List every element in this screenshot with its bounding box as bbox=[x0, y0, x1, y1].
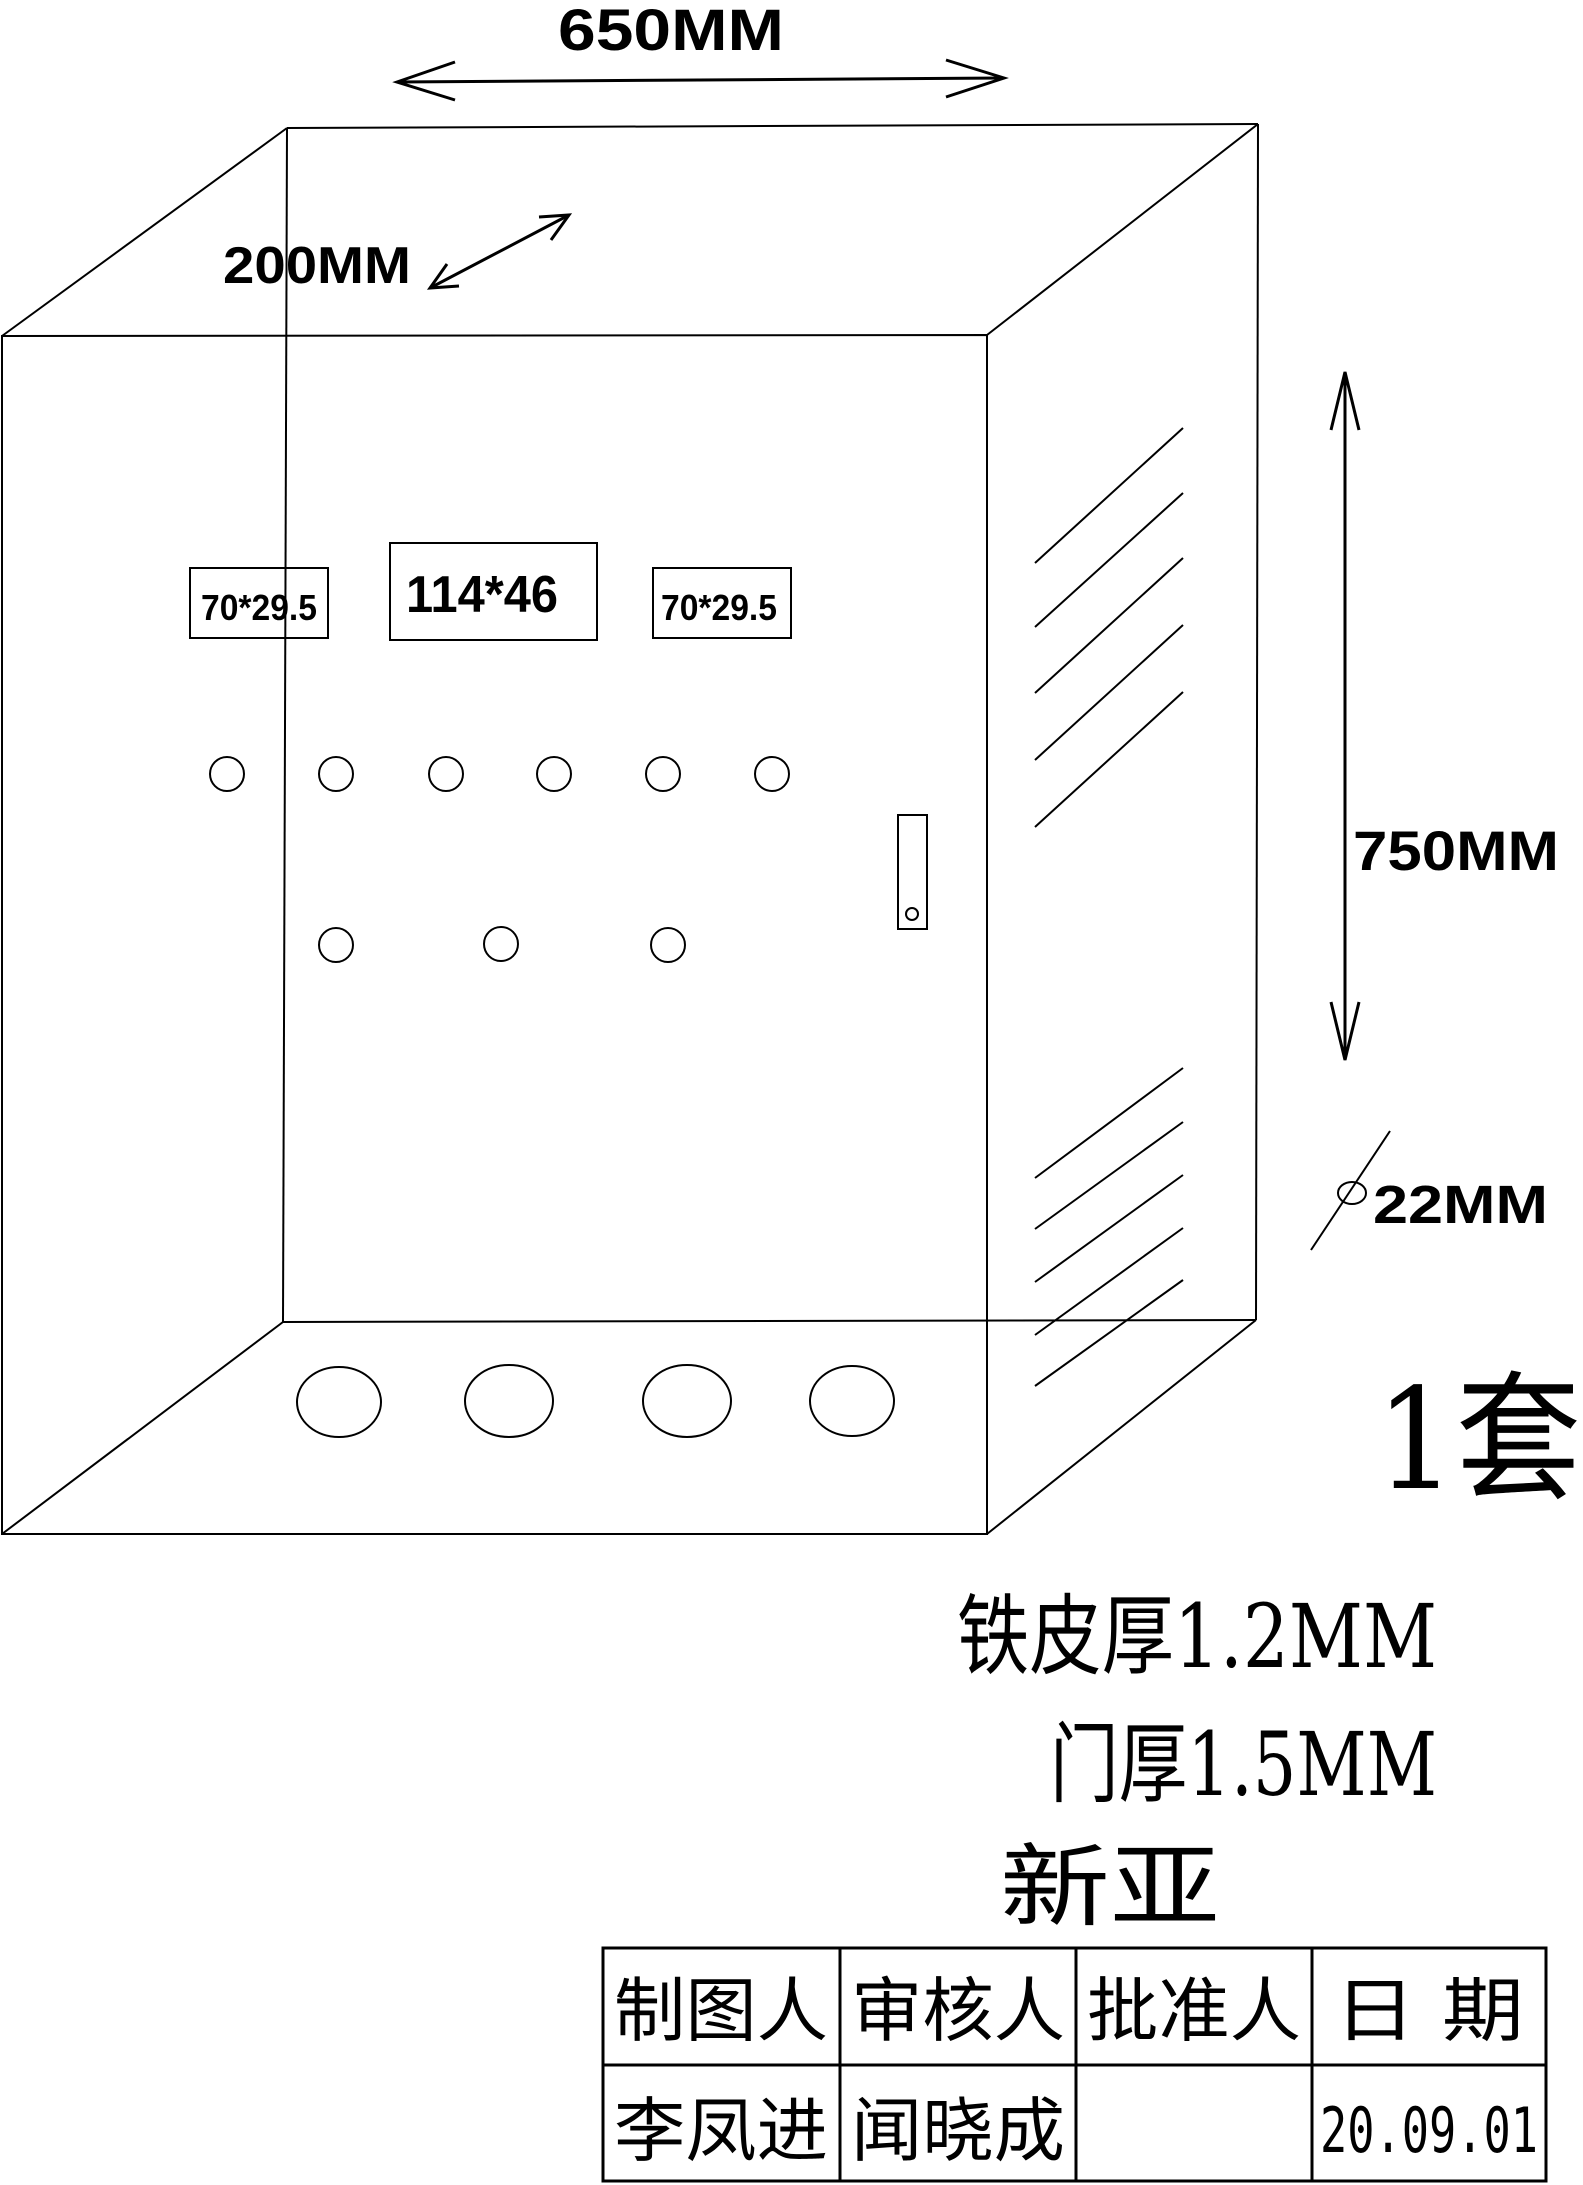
hole bbox=[318, 927, 354, 963]
door-thickness: 门厚1.5MM bbox=[1050, 1713, 1437, 1816]
cutout-right-label: 70*29.5 bbox=[661, 587, 777, 628]
cutout-left-box bbox=[189, 567, 329, 639]
hole bbox=[536, 756, 572, 792]
cutout-center-label: 114*46 bbox=[406, 566, 558, 624]
quantity-label: 1套 bbox=[1376, 1359, 1581, 1522]
side-vents bbox=[1034, 427, 1184, 1387]
hole bbox=[318, 756, 354, 792]
sheet-thickness: 铁皮厚1.2MM bbox=[957, 1585, 1437, 1688]
header-date: 日 期 bbox=[1334, 1970, 1524, 2052]
hole bbox=[754, 756, 790, 792]
hole bbox=[650, 927, 686, 963]
hole bbox=[428, 756, 464, 792]
value-drawn-by: 李凤进 bbox=[614, 2090, 828, 2172]
width-dimension bbox=[392, 58, 1009, 102]
value-reviewed-by: 闻晓成 bbox=[851, 2090, 1065, 2172]
diameter-icon bbox=[1310, 1130, 1391, 1251]
cutout-center-box bbox=[389, 542, 598, 641]
height-dimension bbox=[1329, 371, 1361, 1061]
panel-holes bbox=[209, 756, 790, 963]
cabinet-outline bbox=[0, 123, 1259, 1535]
hole bbox=[645, 756, 681, 792]
hole bbox=[209, 756, 245, 792]
width-label: 650MM bbox=[558, 0, 784, 63]
door-lock bbox=[897, 814, 928, 930]
header-drawn-by: 制图人 bbox=[614, 1970, 828, 2052]
cutout-right-box bbox=[652, 567, 792, 639]
header-approved-by: 批准人 bbox=[1087, 1970, 1301, 2052]
cutout-left-label: 70*29.5 bbox=[201, 587, 317, 628]
title-block bbox=[601, 1946, 1548, 2183]
lock-icon bbox=[905, 907, 919, 921]
company-name: 新亚 bbox=[1000, 1835, 1220, 1940]
depth-label: 200MM bbox=[223, 237, 411, 295]
height-label: 750MM bbox=[1353, 819, 1559, 882]
value-date: 20.09.01 bbox=[1320, 2094, 1538, 2167]
hole bbox=[483, 926, 519, 962]
meter-cutouts bbox=[189, 542, 792, 641]
header-reviewed-by: 审核人 bbox=[851, 1970, 1065, 2052]
depth-dimension bbox=[426, 213, 573, 290]
cable-entry-holes bbox=[296, 1364, 895, 1438]
hole-diameter-label: 22MM bbox=[1373, 1175, 1548, 1235]
